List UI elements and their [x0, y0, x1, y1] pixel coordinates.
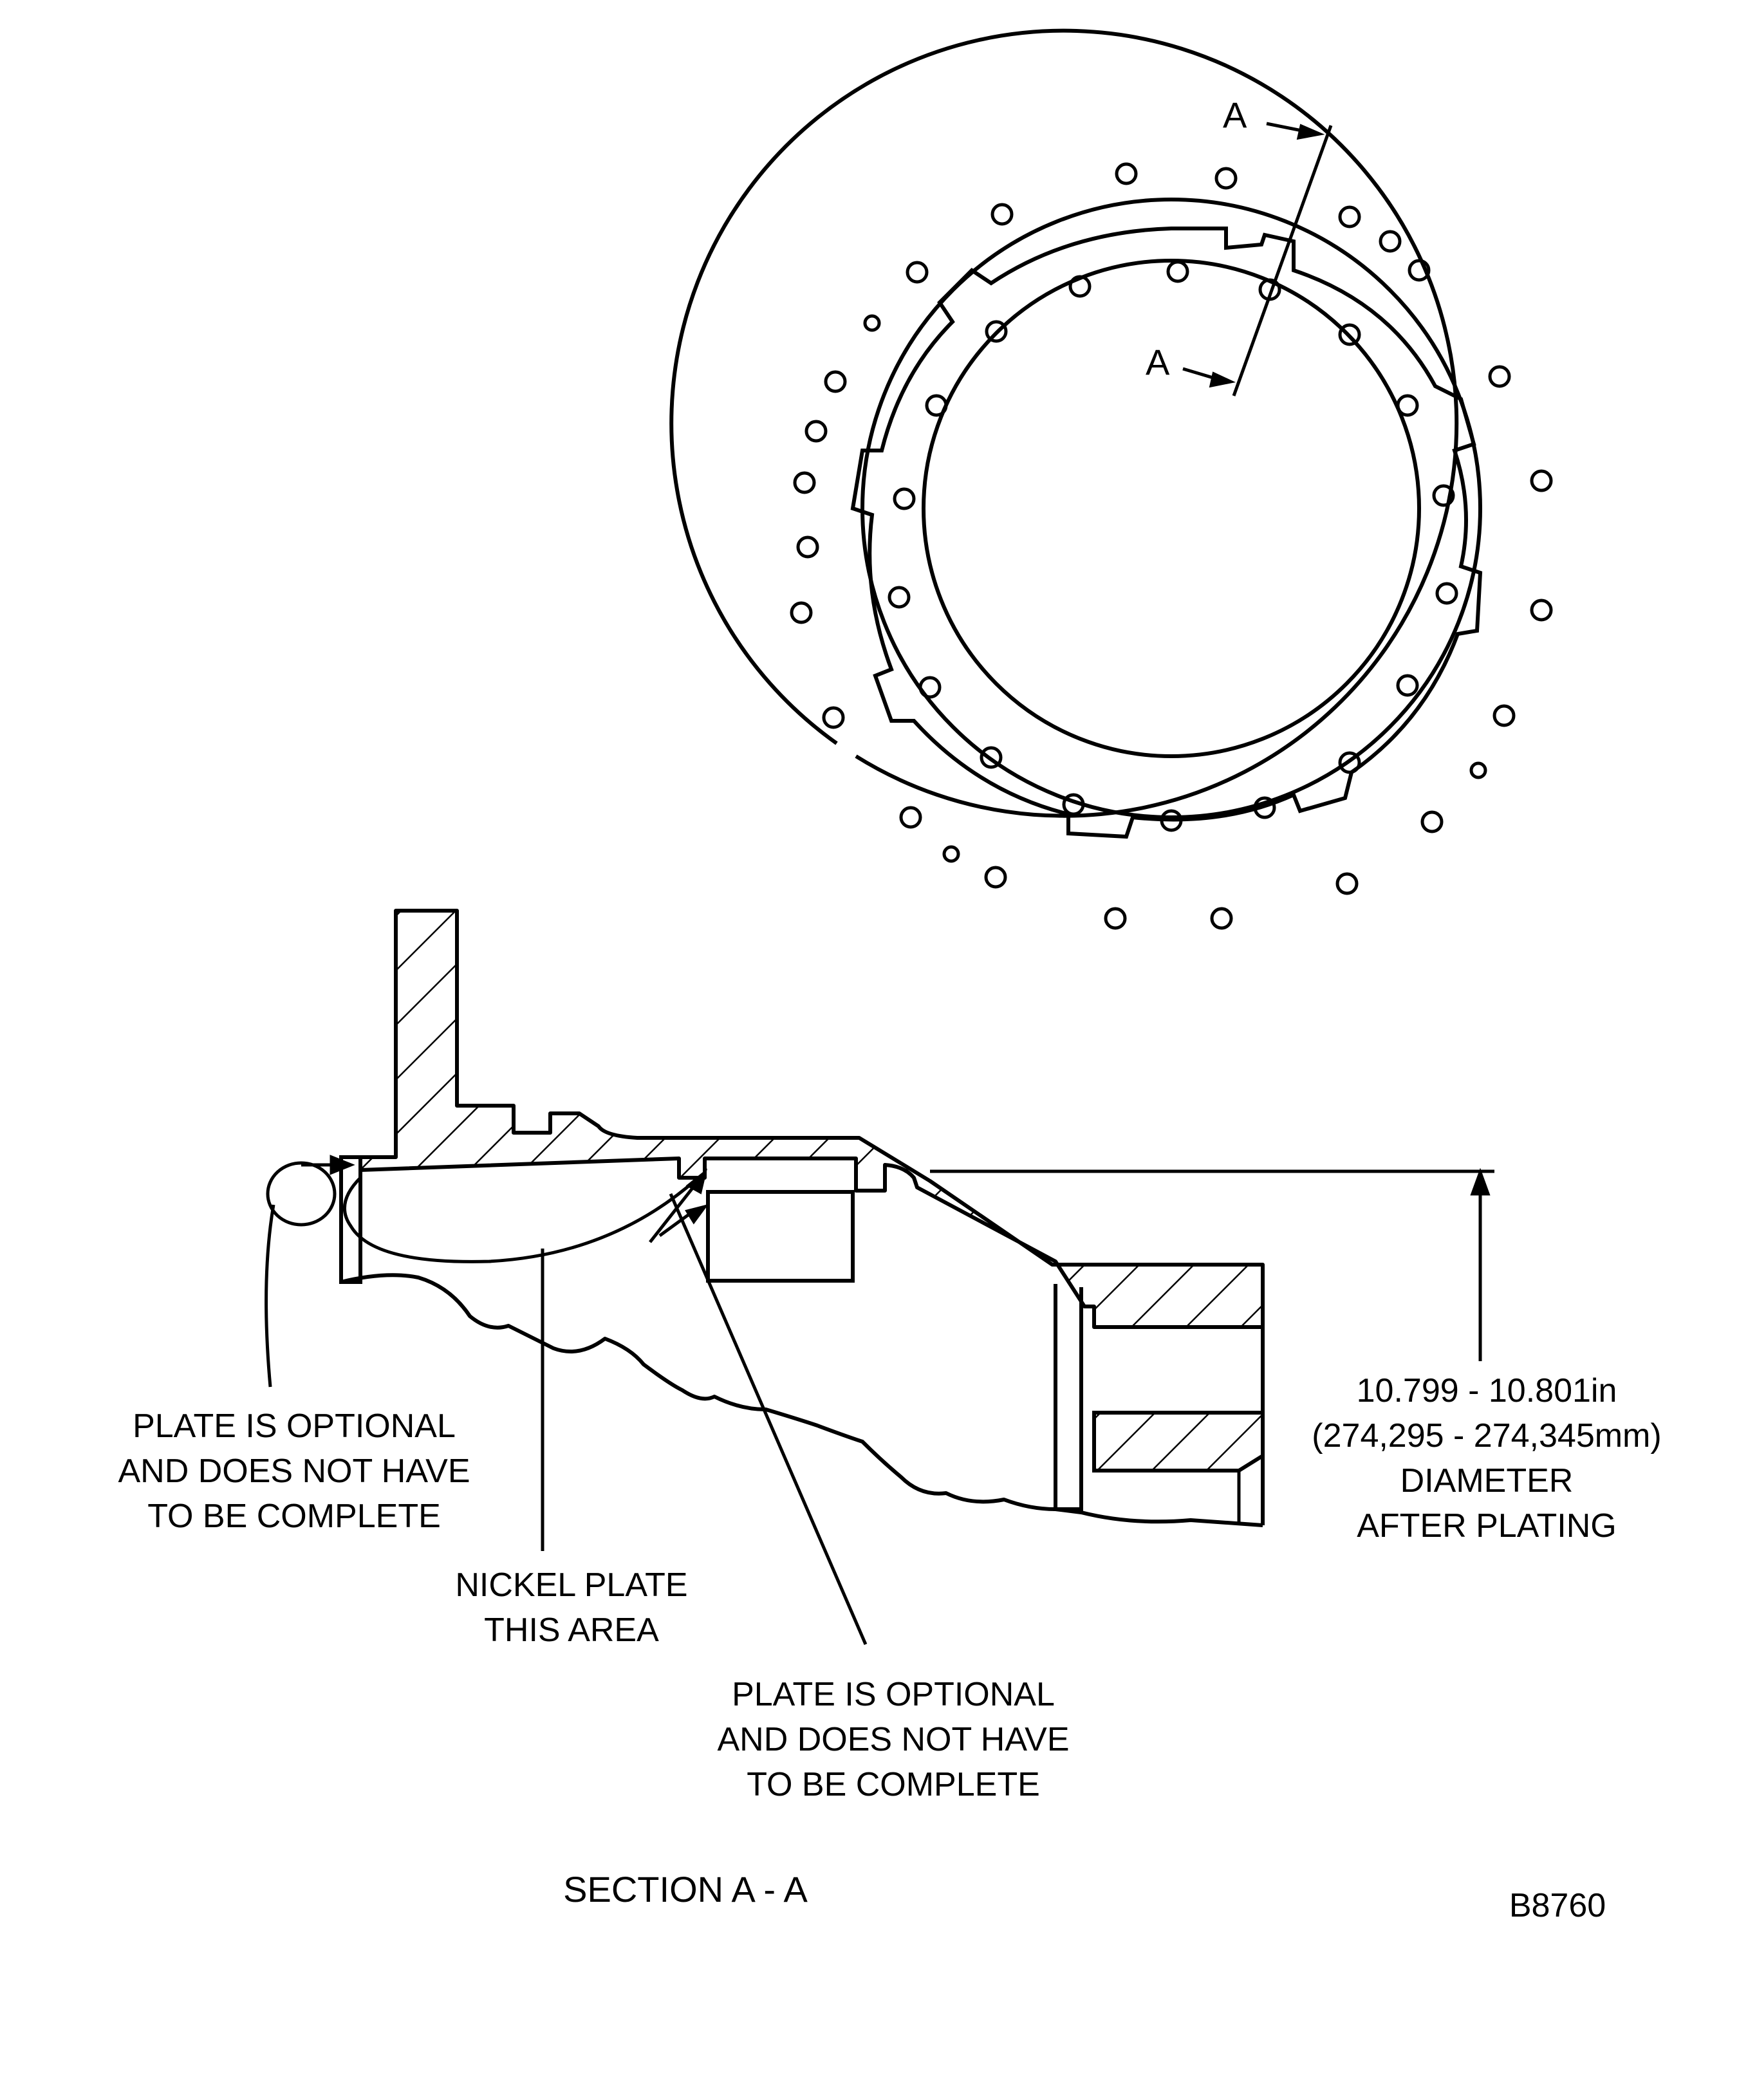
bolt-hole	[1166, 260, 1189, 283]
bolt-hole	[980, 746, 1003, 769]
bolt-hole	[1469, 761, 1487, 779]
left-plate-bubble	[266, 1161, 337, 1227]
callout-nickel-plate: NICKEL PLATE THIS AREA	[455, 1566, 687, 1649]
leaders	[265, 1155, 1491, 1645]
bolt-hole	[790, 601, 813, 624]
section-cut-line	[1182, 122, 1333, 396]
bolt-hole	[1104, 907, 1127, 930]
bolt-hole	[1435, 582, 1458, 605]
bolt-hole	[793, 471, 816, 494]
plan-view-ring	[669, 28, 1483, 839]
break-line	[340, 1273, 1263, 1527]
svg-text:10.799 - 10.801in: 10.799 - 10.801in	[1357, 1372, 1617, 1409]
bolt-hole	[1408, 259, 1431, 282]
svg-text:(274,295 - 274,345mm): (274,295 - 274,345mm)	[1312, 1417, 1661, 1454]
bolt-hole	[1068, 275, 1092, 298]
bolt-hole	[1530, 599, 1553, 622]
svg-text:THIS AREA: THIS AREA	[484, 1612, 659, 1649]
callout-plate-optional-left: PLATE IS OPTIONAL AND DOES NOT HAVE TO B…	[118, 1408, 470, 1535]
bolt-hole	[1062, 793, 1085, 816]
bore-edge	[922, 259, 1421, 758]
bolt-hole	[1338, 205, 1361, 228]
bolt-hole	[1253, 796, 1276, 819]
svg-text:AFTER PLATING: AFTER PLATING	[1357, 1507, 1617, 1545]
cut-label-top: A	[1223, 95, 1247, 135]
callout-diameter: 10.799 - 10.801in (274,295 - 274,345mm) …	[1312, 1372, 1661, 1545]
svg-text:TO BE COMPLETE: TO BE COMPLETE	[747, 1766, 1040, 1803]
svg-text:NICKEL PLATE: NICKEL PLATE	[455, 1566, 687, 1604]
bolt-hole	[824, 370, 847, 393]
bolt-hole	[1420, 810, 1444, 833]
svg-text:PLATE IS OPTIONAL: PLATE IS OPTIONAL	[732, 1676, 1055, 1713]
outer-wall	[1054, 1284, 1083, 1511]
bolt-hole	[990, 203, 1014, 226]
bolt-hole	[906, 261, 929, 284]
bolt-hole	[893, 487, 916, 510]
bolt-hole	[942, 845, 960, 863]
hatched-section-body	[358, 909, 1265, 1329]
bolt-hole	[822, 706, 845, 729]
nickel-plate-area	[342, 1176, 700, 1263]
bolt-hole	[863, 314, 881, 332]
bolt-hole	[1530, 469, 1553, 492]
bolt-hole	[1432, 484, 1455, 507]
bolt-hole	[1115, 162, 1138, 185]
bolt-hole	[796, 535, 819, 559]
bolt-hole	[984, 866, 1007, 889]
bolt-hole	[1210, 907, 1233, 930]
bolt-hole	[1160, 809, 1183, 832]
bolt-holes	[790, 162, 1553, 930]
bolt-hole	[985, 320, 1008, 343]
left-lip	[339, 1155, 362, 1284]
recess	[706, 1190, 855, 1283]
section-view	[266, 909, 1494, 1527]
callout-plate-optional-center: PLATE IS OPTIONAL AND DOES NOT HAVE TO B…	[717, 1676, 1069, 1803]
bolt-hole	[1338, 323, 1361, 346]
bolt-hole	[1379, 230, 1402, 253]
outer-flange-edge	[669, 28, 1459, 818]
bolt-hole	[1488, 365, 1511, 388]
svg-text:PLATE IS OPTIONAL: PLATE IS OPTIONAL	[133, 1408, 456, 1445]
section-title: SECTION A - A	[563, 1869, 808, 1910]
svg-text:AND DOES NOT HAVE: AND DOES NOT HAVE	[118, 1453, 470, 1490]
bolt-hole	[1396, 394, 1419, 417]
figure-number: B8760	[1509, 1887, 1606, 1924]
bolt-hole	[804, 420, 828, 443]
bolt-hole	[918, 676, 942, 699]
bolt-hole	[1335, 872, 1359, 895]
bolt-hole	[925, 394, 948, 417]
bolt-hole	[1214, 167, 1238, 190]
bolt-hole	[1492, 704, 1516, 727]
flange-inner-edge	[860, 198, 1482, 819]
bolt-hole	[888, 586, 911, 609]
hatched-boss	[1092, 1411, 1265, 1473]
stepped-ring	[850, 227, 1483, 839]
svg-text:DIAMETER: DIAMETER	[1400, 1462, 1574, 1500]
bolt-hole	[1338, 751, 1361, 774]
bolt-hole	[899, 806, 922, 829]
cut-label-bottom: A	[1146, 342, 1170, 382]
svg-text:AND DOES NOT HAVE: AND DOES NOT HAVE	[717, 1721, 1069, 1758]
svg-text:TO BE COMPLETE: TO BE COMPLETE	[147, 1498, 441, 1535]
bolt-hole	[1396, 674, 1419, 697]
